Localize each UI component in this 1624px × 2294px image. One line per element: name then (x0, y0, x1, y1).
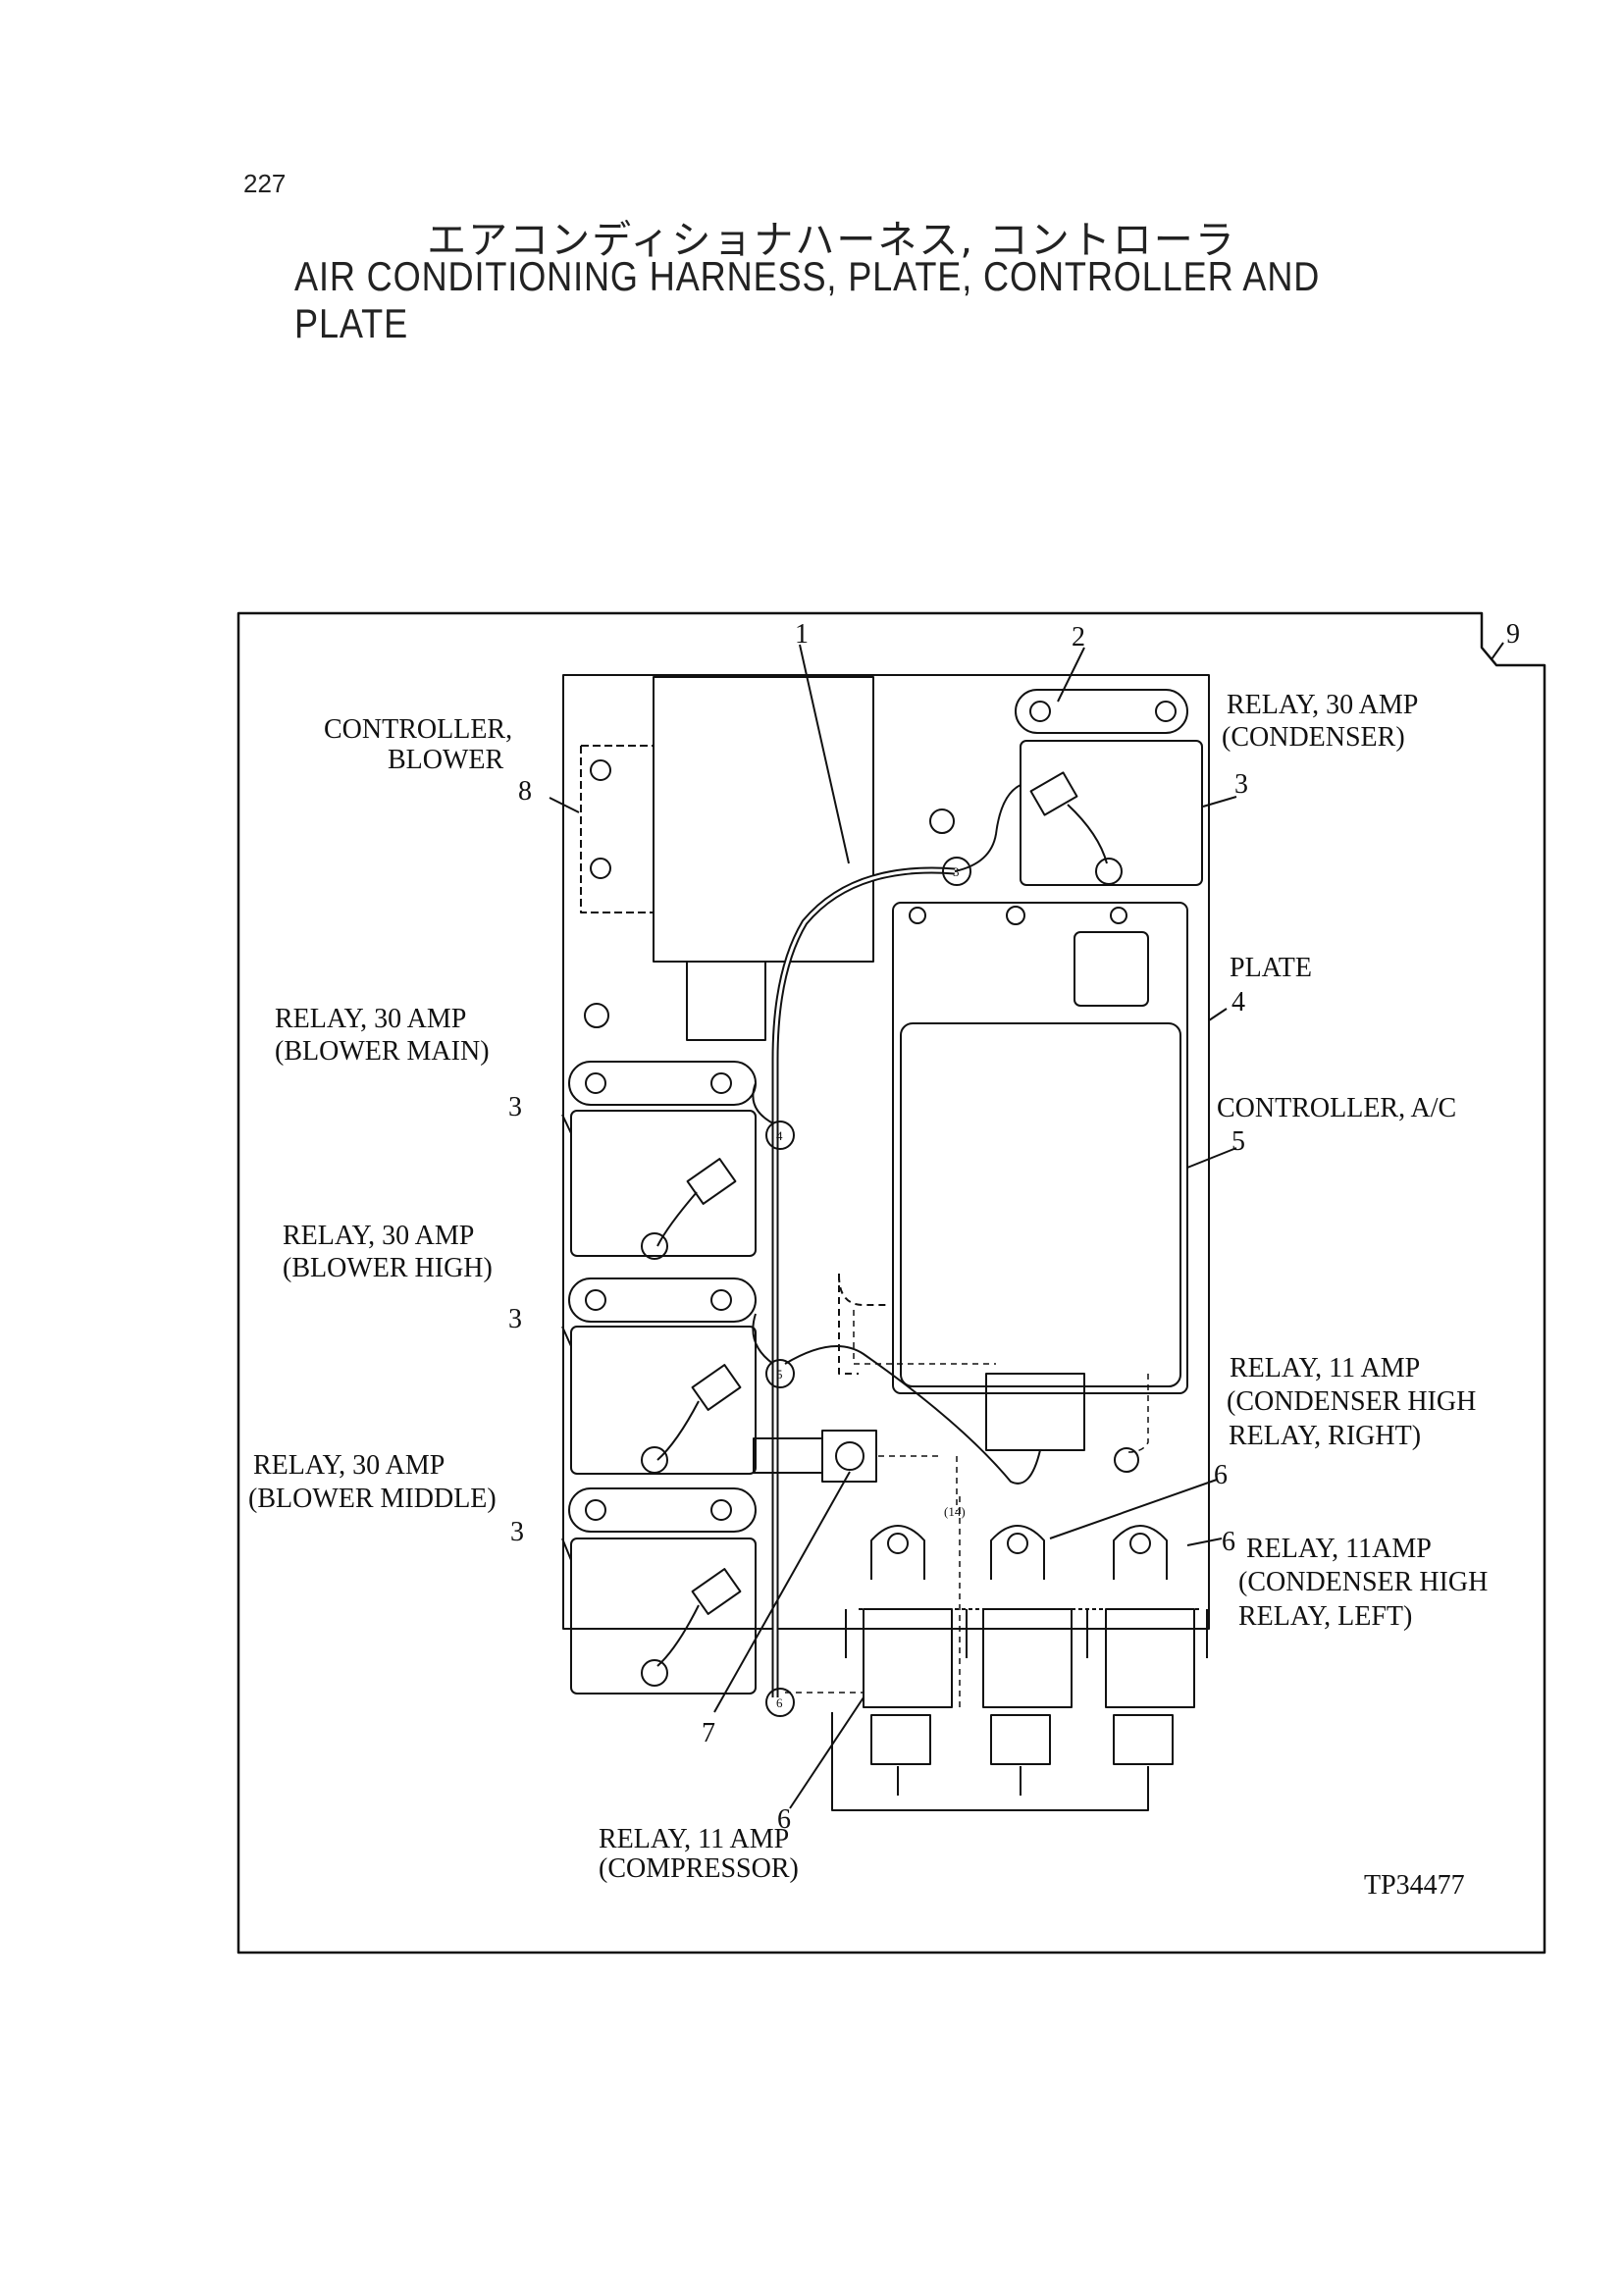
blower-controller-connector (686, 961, 766, 1041)
label-controller-blower-2: BLOWER (388, 745, 504, 775)
callout-3-condenser: 3 (1234, 769, 1248, 800)
label-relay-blower-main-1: RELAY, 30 AMP (275, 1004, 466, 1034)
harness-marker-3: 3 (953, 864, 960, 879)
label-relay-cond-right-1: RELAY, 11 AMP (1230, 1353, 1420, 1383)
callout-1: 1 (795, 619, 809, 650)
harness-marker-14: (14) (944, 1504, 966, 1519)
label-controller-ac: CONTROLLER, A/C (1217, 1093, 1456, 1123)
label-relay-blower-main-2: (BLOWER MAIN) (275, 1036, 490, 1067)
label-relay-cond-left-3: RELAY, LEFT) (1238, 1601, 1412, 1632)
frame-border (236, 611, 1546, 1955)
callout-3-blower-middle: 3 (510, 1517, 524, 1547)
harness-main (771, 866, 956, 1697)
harness-marker-4: 4 (776, 1128, 783, 1143)
label-controller-blower-1: CONTROLLER, (324, 714, 512, 745)
base-plate (562, 674, 1210, 1630)
relay-blower-middle-bracket (568, 1487, 757, 1533)
title-japanese: エアコンディショナハーネス, コントローラ (427, 218, 1236, 263)
page-number: 227 (243, 169, 287, 198)
label-relay-cond-right-3: RELAY, RIGHT) (1229, 1421, 1421, 1451)
callout-9: 9 (1506, 619, 1520, 650)
callout-3-blower-main: 3 (508, 1092, 522, 1122)
callout-4: 4 (1231, 987, 1245, 1017)
label-plate: PLATE (1230, 953, 1312, 983)
label-relay-cond-left-2: (CONDENSER HIGH (1238, 1567, 1488, 1597)
relay-blower-high-body (570, 1326, 757, 1475)
callout-8: 8 (518, 776, 532, 807)
harness-marker-6: 6 (776, 1695, 783, 1710)
clamp-body (753, 1437, 823, 1474)
harness-marker-5: 5 (776, 1367, 783, 1382)
relay-11amp-cond-right (966, 1525, 1088, 1765)
callout-6-left: 6 (1222, 1527, 1235, 1557)
callout-5: 5 (1231, 1126, 1245, 1157)
ac-controller-body (892, 902, 1188, 1394)
callout-2: 2 (1072, 622, 1085, 652)
title-english: AIR CONDITIONING HARNESS, PLATE, CONTROL… (294, 253, 1321, 346)
callout-3-blower-high: 3 (508, 1304, 522, 1334)
relay-condenser-body (1020, 740, 1203, 886)
label-relay-condenser-2: (CONDENSER) (1222, 722, 1405, 753)
blower-controller-body (653, 676, 874, 963)
callout-6-compressor: 6 (777, 1804, 791, 1835)
relay-blower-high-bracket (568, 1277, 757, 1323)
label-relay-blower-high-1: RELAY, 30 AMP (283, 1221, 474, 1251)
label-relay-cond-left-1: RELAY, 11AMP (1246, 1534, 1432, 1564)
label-relay-condenser-1: RELAY, 30 AMP (1227, 690, 1418, 720)
relay-11amp-cond-left (1086, 1525, 1208, 1765)
relay-blower-middle-body (570, 1538, 757, 1694)
label-relay-blower-middle-1: RELAY, 30 AMP (253, 1450, 445, 1481)
label-relay-blower-middle-2: (BLOWER MIDDLE) (248, 1484, 497, 1514)
ac-controller-connector (985, 1373, 1085, 1451)
figure-id: TP34477 (1364, 1870, 1465, 1901)
callout-6-right: 6 (1214, 1460, 1228, 1490)
clamp-bolt (821, 1430, 877, 1483)
relay-blower-main-bracket (568, 1061, 757, 1106)
label-relay-cond-right-2: (CONDENSER HIGH (1227, 1386, 1476, 1417)
label-relay-compressor-2: (COMPRESSOR) (599, 1853, 799, 1884)
relay-condenser-bracket (1015, 689, 1188, 734)
relay-11amp-compressor (845, 1525, 968, 1765)
label-relay-compressor-1: RELAY, 11 AMP (599, 1824, 789, 1854)
label-relay-blower-high-2: (BLOWER HIGH) (283, 1253, 493, 1283)
callout-7: 7 (702, 1718, 715, 1748)
